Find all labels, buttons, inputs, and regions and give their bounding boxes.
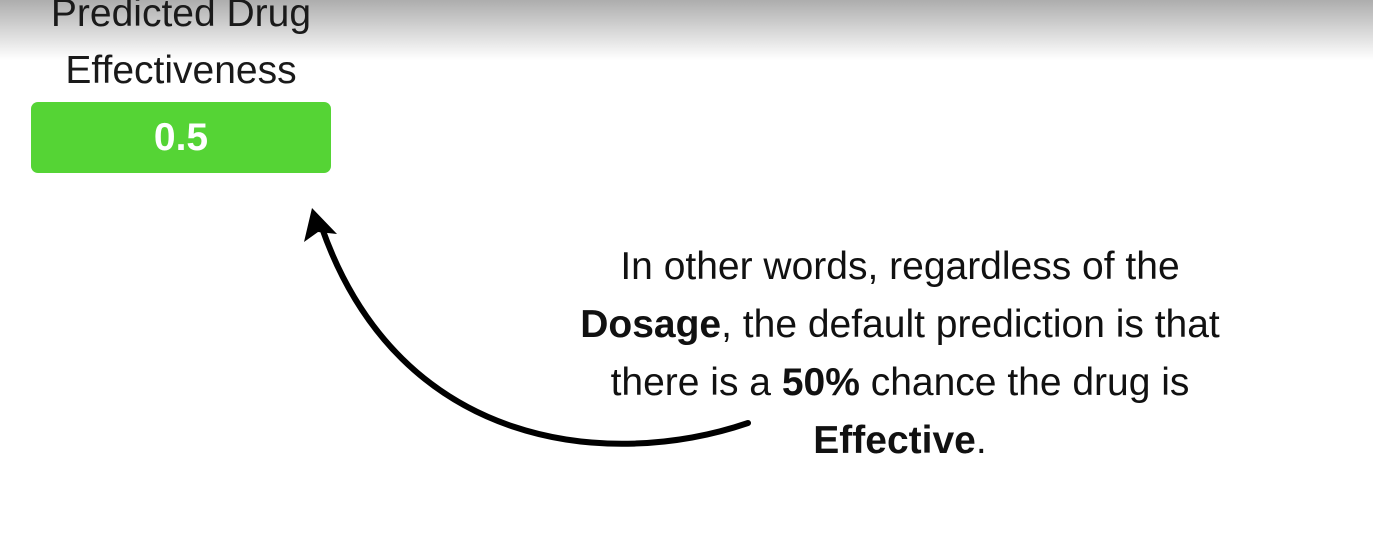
callout-text-1: In other words, regardless of the [620,245,1180,288]
callout-effective: Effective [813,419,976,462]
callout-line-4: Effective. [480,412,1320,470]
title-line-1: Predicted Drug [50,0,312,35]
callout-line-1: In other words, regardless of the [480,238,1320,296]
callout-dosage: Dosage [580,303,722,346]
explanation-callout: In other words, regardless of the Dosage… [480,238,1320,470]
prediction-value-box: 0.5 [31,102,331,173]
title-line-2: Effectiveness [65,49,297,92]
arrow-shaft [319,225,751,447]
callout-text-3b: chance the drug is [859,361,1190,404]
predicted-drug-effectiveness-title: Predicted Drug Effectiveness [0,0,362,99]
callout-percentage: 50% [781,361,860,404]
callout-text-2: , the default prediction is that [721,303,1220,346]
prediction-value: 0.5 [153,115,209,159]
callout-period: . [975,419,987,462]
callout-text-3a: there is a [610,361,782,404]
arrow-head [304,208,337,242]
callout-line-3: there is a 50% chance the drug is [480,354,1320,412]
callout-line-2: Dosage, the default prediction is that [480,296,1320,354]
